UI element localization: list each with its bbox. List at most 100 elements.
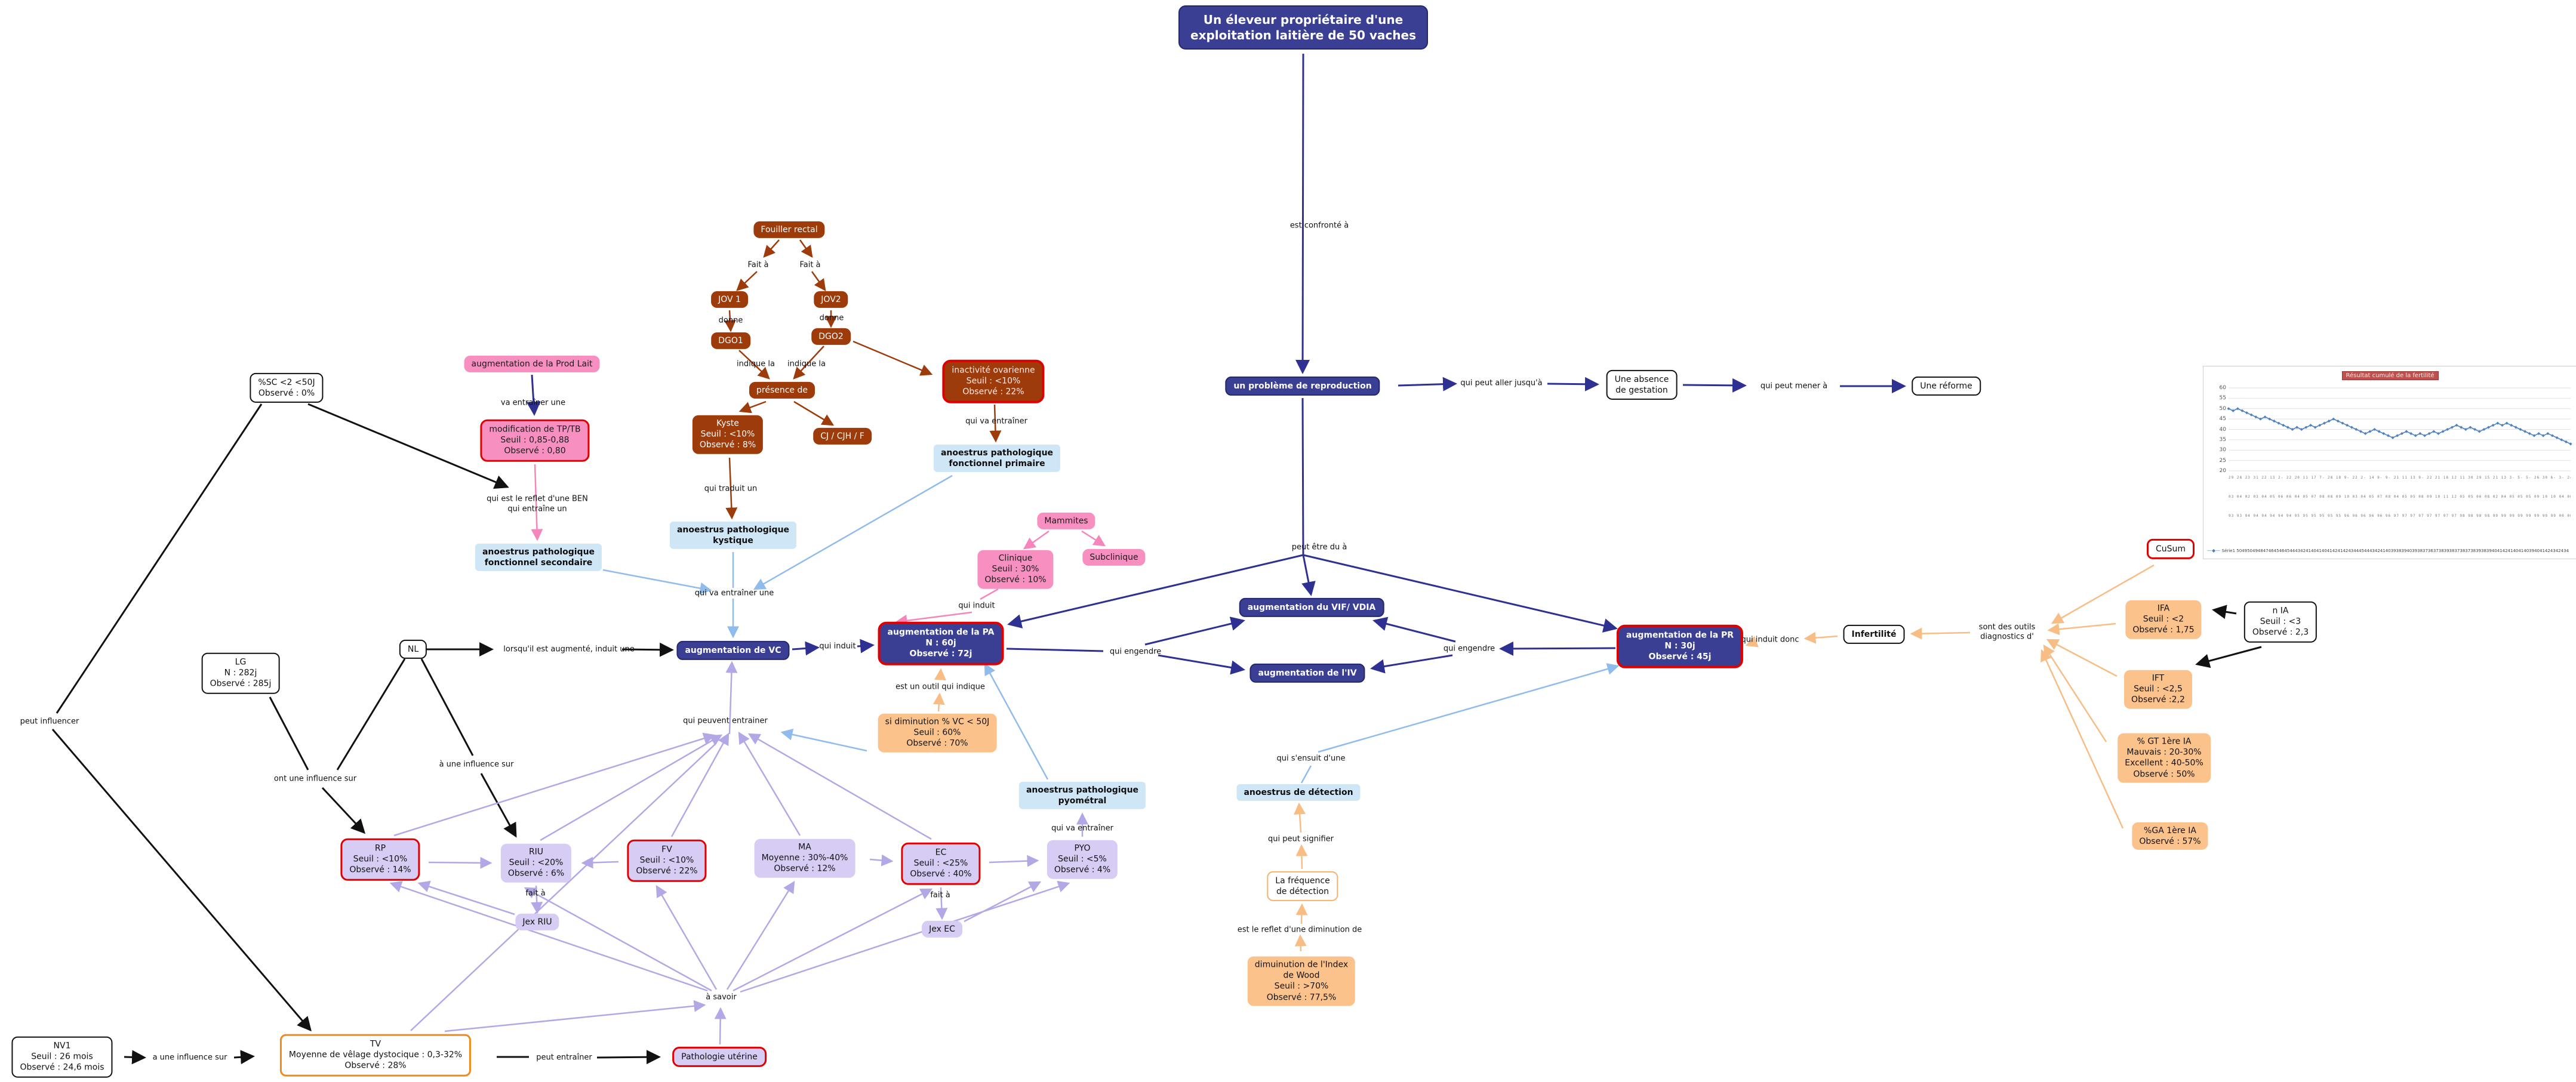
ma-label: Observé : 12% xyxy=(774,864,836,874)
edge-line xyxy=(336,658,406,770)
edge-line xyxy=(811,271,826,292)
ift-label: IFT xyxy=(2152,673,2165,683)
absence-gestation-label: Une absence xyxy=(1614,374,1669,384)
presence-de-node[interactable]: présence de xyxy=(749,381,815,399)
edge-line xyxy=(393,732,716,837)
chart-ytick: 40 xyxy=(2219,426,2226,433)
augmentation-vc-node[interactable]: augmentation de VC xyxy=(676,640,790,661)
edge-line xyxy=(934,668,946,681)
prod-lait-label: augmentation de la Prod Lait xyxy=(471,359,593,369)
edge-line xyxy=(2047,622,2116,636)
riu-label: RIU xyxy=(528,847,544,857)
fouiller-rectal-node[interactable]: Fouiller rectal xyxy=(753,221,825,239)
nv1-label: Seuil : 26 mois xyxy=(31,1052,93,1062)
pyo-label: Seuil : <5% xyxy=(1058,854,1107,864)
tp-tb-label: Seuil : 0,85-0,88 xyxy=(500,435,570,445)
edge-label: va entraîner une xyxy=(500,398,566,408)
edge-label: fait à xyxy=(525,889,546,898)
index-wood-label: Seuil : >70% xyxy=(1274,982,1329,991)
index-wood-label: dimuinution de l'Index xyxy=(1254,960,1349,970)
edge-label: peut entraîner xyxy=(536,1053,592,1062)
gt-1ere-ia-label: Observé : 50% xyxy=(2133,769,2195,779)
jov1-node[interactable]: JOV 1 xyxy=(711,291,748,309)
reforme-node[interactable]: Une réforme xyxy=(1912,376,1981,396)
edge-line xyxy=(1910,627,1971,640)
chart-x-axis-row: 93 93 94 94 94 94 94 94 95 95 95 95 95 9… xyxy=(2229,514,2571,518)
edge-line xyxy=(793,400,835,426)
edge-line xyxy=(1303,554,1618,633)
lg-label: Observé : 285j xyxy=(210,679,272,689)
jex-riu-node[interactable]: Jex RIU xyxy=(515,913,559,931)
series-values: 5049504948474645464544434241404140414241… xyxy=(2236,548,2569,553)
edge-line xyxy=(724,310,736,332)
edge-label: diagnostics d' xyxy=(1980,632,2034,642)
prod-lait-node[interactable]: augmentation de la Prod Lait xyxy=(464,355,600,373)
ifa-label: Seuil : <2 xyxy=(2143,614,2184,624)
infertilite-node[interactable]: Infertilité xyxy=(1843,624,1905,645)
edge-label: qui peut signifier xyxy=(1268,834,1334,844)
edge-label: qui peuvent entrainer xyxy=(683,716,768,726)
chart-x-axis-row: 03 04 02 03 04 05 06 06 04 05 07 08 08 0… xyxy=(2229,495,2571,499)
edge-line xyxy=(738,400,767,414)
jex-ec-node[interactable]: Jex EC xyxy=(922,920,962,938)
dgo2-node[interactable]: DGO2 xyxy=(811,328,851,346)
pathologie-uterine-node[interactable]: Pathologie utérine xyxy=(672,1046,767,1068)
edge-line xyxy=(980,588,999,600)
ifa-label: Observé : 1,75 xyxy=(2132,625,2195,636)
edge-line xyxy=(56,403,263,714)
edge-line xyxy=(1318,663,1620,753)
mammites-node[interactable]: Mammites xyxy=(1037,512,1095,530)
edge-line xyxy=(2195,646,2262,668)
anoestrus-kystique-label: kystique xyxy=(713,536,753,545)
tv-label: Moyenne de vêlage dystocique : 0,3-32% xyxy=(288,1050,463,1060)
edge-line xyxy=(733,888,933,992)
cusum-node[interactable]: CuSum xyxy=(2146,538,2195,560)
edge-label: indique la xyxy=(787,359,826,369)
tp-tb-label: Observé : 0,80 xyxy=(504,446,566,457)
lg-label: N : 282j xyxy=(224,668,257,678)
augmentation-iv-node[interactable]: augmentation de l'IV xyxy=(1249,663,1365,683)
jov2-node[interactable]: JOV2 xyxy=(814,291,848,309)
subclinique-node[interactable]: Subclinique xyxy=(1082,548,1146,566)
augmentation-vif-vdia-node[interactable]: augmentation du VIF/ VDIA xyxy=(1239,597,1384,618)
cj-cjh-f-node[interactable]: CJ / CJH / F xyxy=(813,427,872,445)
rp-label: Observé : 14% xyxy=(349,865,411,876)
anoestrus-detection-node[interactable]: anoestrus de détection xyxy=(1236,784,1361,802)
pyo-label: PYO xyxy=(1074,843,1091,853)
dgo1-node[interactable]: DGO1 xyxy=(711,332,750,350)
probleme-reproduction-node[interactable]: un problème de reproduction xyxy=(1225,376,1380,396)
nl-node[interactable]: NL xyxy=(399,639,427,659)
edge-line xyxy=(540,734,723,841)
